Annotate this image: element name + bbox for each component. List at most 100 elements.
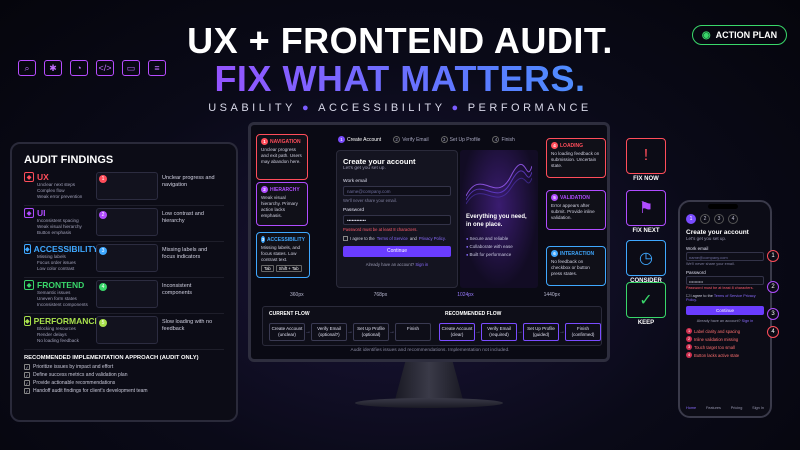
viewport-option[interactable]: 1440px	[543, 292, 560, 298]
tool-icon-row: ⌕ ✱ ◔ </> ▭ ≡	[18, 60, 166, 76]
finding-description: Slow loading with no feedback	[162, 319, 213, 332]
plan-icon: ⚑	[638, 200, 654, 217]
callout-title: HIERARCHY	[270, 186, 300, 193]
callout-description: Weak visual hierarchy. Primary action la…	[261, 195, 298, 218]
mobile-nav-home[interactable]: Home	[686, 406, 697, 410]
mobile-email-field[interactable]: name@company.com	[686, 252, 764, 261]
flow-step: Set Up Profile (optional)	[353, 323, 389, 341]
search-icon: ⌕	[18, 60, 36, 76]
finding-number: 4	[99, 283, 107, 291]
mobile-step[interactable]: 3	[714, 214, 724, 224]
finding-thumbnail: 3	[96, 244, 158, 272]
terms-checkbox-row[interactable]: I agree to the Terms of Service and Priv…	[343, 236, 451, 241]
finding-category: ◆PERFORMANCE	[24, 316, 101, 326]
callout-title: ACCESSIBILITY	[266, 236, 305, 243]
privacy-link[interactable]: Privacy Policy.	[418, 236, 446, 241]
finding-description: Inconsistent components	[162, 283, 192, 296]
promo-feature: Secure and reliable	[466, 236, 513, 241]
findings-title: AUDIT FINDINGS	[24, 154, 114, 166]
recommendation-item: ✓Prioritize issues by impact and effort	[24, 364, 114, 370]
mobile-signin-prompt: Already have an account? Sign in	[696, 319, 754, 323]
plan-label: FIX NOW	[633, 176, 659, 182]
mobile-signin-link[interactable]: Sign in	[741, 319, 754, 323]
plan-icon: !	[643, 147, 649, 164]
mobile-continue-button[interactable]: Continue	[686, 306, 764, 315]
callout-description: Missing labels, and focus states. Low co…	[261, 245, 301, 262]
mobile-password-field[interactable]: ••••••••••	[686, 276, 764, 285]
browser-icon: ▭	[122, 60, 140, 76]
check-icon: ✓	[24, 372, 30, 378]
finding-bullet: Button emphasis	[37, 230, 72, 235]
password-field[interactable]: ••••••••••••	[343, 215, 451, 225]
mobile-nav-features[interactable]: Features	[705, 406, 721, 410]
phone-notch	[708, 204, 738, 209]
mobile-step[interactable]: 2	[700, 214, 710, 224]
plan-icon: ✓	[639, 292, 653, 309]
mobile-nav-pricing[interactable]: Pricing	[730, 406, 743, 410]
finding-category: ◆UI	[24, 208, 92, 218]
finding-category: ◆UX	[24, 172, 92, 182]
callout-number: 1	[261, 138, 268, 145]
promo-features: Secure and reliableCollaborate with ease…	[466, 236, 513, 260]
finding-thumbnail: 4	[96, 280, 158, 308]
flow-step: Create Account (unclear)	[269, 323, 305, 341]
finding-bullet: Low color contrast	[37, 266, 75, 271]
plan-card-consider-later: ◷	[626, 240, 666, 276]
mobile-email-hint: We'll never share your email.	[686, 262, 735, 266]
viewport-option[interactable]: 768px	[373, 292, 388, 298]
action-plan-badge: ◉ACTION PLAN	[692, 25, 787, 45]
mobile-form-title: Create your account	[686, 229, 749, 236]
email-field[interactable]: name@company.com	[343, 186, 451, 196]
viewport-selector: 360px 768px 1024px 1440px	[290, 292, 560, 298]
flow-step: Verify Email (optional?)	[311, 323, 347, 341]
flow-step: Create Account (clear)	[439, 323, 475, 341]
callout-description: No feedback on checkbox or button press …	[551, 259, 590, 276]
mobile-privacy-link[interactable]: Privacy Policy.	[686, 294, 756, 302]
finding-bullet: Inconsistent spacing	[37, 218, 79, 223]
plan-card-keep: ✓	[626, 282, 666, 318]
mobile-terms-link[interactable]: Terms of Service	[713, 294, 743, 298]
finding-thumbnail: 2	[96, 208, 158, 236]
main-title: UX + FRONTEND AUDIT.	[187, 20, 613, 61]
terms-link[interactable]: Terms of Service	[376, 236, 408, 241]
finding-description: Unclear progress and navigation	[162, 175, 215, 188]
signup-form: Create your account Let's get you set up…	[336, 150, 458, 288]
finding-bullet: Blocking resources	[37, 326, 76, 331]
terms-checkbox[interactable]	[343, 236, 348, 241]
finding-bullet: Inconsistent components	[37, 302, 88, 307]
plan-icon: ◷	[639, 250, 653, 267]
finding-bullet: Uneven form states	[37, 296, 77, 301]
plan-label: FIX NEXT	[632, 228, 660, 234]
mobile-nav-sign-in[interactable]: Sign In	[752, 406, 764, 410]
arrow-right-icon: →	[517, 329, 523, 335]
plan-card-fix-next: ⚑	[626, 190, 666, 226]
check-icon: ✓	[24, 388, 30, 394]
mobile-step[interactable]: 4	[728, 214, 738, 224]
finding-description: Missing labels and focus indicators	[162, 247, 208, 260]
viewport-option[interactable]: 1024px	[457, 292, 474, 298]
gauge-icon: ◔	[70, 60, 88, 76]
finding-number: 5	[99, 319, 107, 327]
callout-title: VALIDATION	[560, 194, 590, 201]
recommendation-item: ✓Provide actionable recommendations	[24, 380, 116, 386]
finding-bullet: Unclear next steps	[37, 182, 76, 187]
mobile-step[interactable]: 1	[686, 214, 696, 224]
viewport-option[interactable]: 360px	[290, 292, 304, 298]
continue-button[interactable]: Continue	[343, 246, 451, 257]
signin-link[interactable]: Sign in	[415, 262, 429, 267]
mobile-terms-row[interactable]: ☐ I agree to the Terms of Service Privac…	[686, 294, 756, 302]
